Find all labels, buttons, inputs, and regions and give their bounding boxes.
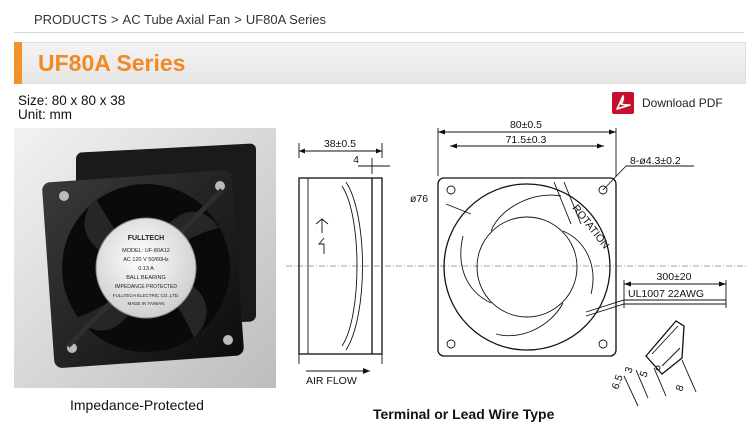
front-frame xyxy=(437,177,617,357)
breadcrumb-separator: > xyxy=(234,12,242,27)
header-divider xyxy=(14,32,744,33)
mounting-hole xyxy=(223,335,233,345)
technical-drawing: 38±0.5 4 AIR FLOW 80±0.5 71.5±0.3 xyxy=(286,119,746,407)
mounting-hole xyxy=(59,191,69,201)
dim-lead-length: 300±20 xyxy=(657,271,692,283)
dim-diameter: ø76 xyxy=(410,193,428,205)
product-specs: Size: 80 x 80 x 38 Unit: mm xyxy=(18,94,125,122)
dim-terminal-b: 3 xyxy=(623,365,636,375)
mounting-hole xyxy=(215,181,225,191)
hub-brand: FULLTECH xyxy=(128,235,164,242)
side-view: 38±0.5 4 AIR FLOW xyxy=(286,138,746,387)
hub-line: 0.13 A xyxy=(138,266,154,272)
terminal-body xyxy=(645,320,685,375)
breadcrumb-current: UF80A Series xyxy=(245,12,327,27)
dim-flange: 4 xyxy=(353,154,359,166)
title-accent-bar xyxy=(14,42,22,84)
dim-holes: 8-ø4.3±0.2 xyxy=(630,155,681,167)
fan-hub-label xyxy=(95,217,197,319)
mounting-hole xyxy=(446,339,456,349)
mounting-hole xyxy=(598,185,608,195)
mounting-hole xyxy=(446,185,456,195)
product-photo: FULLTECH MODEL: UF-80A12 AC 120 V 50/60H… xyxy=(14,128,276,388)
title-bar xyxy=(14,42,746,84)
hub-line: MADE IN TAIWAN xyxy=(128,301,165,306)
breadcrumb: PRODUCTS>AC Tube Axial Fan>UF80A Series xyxy=(34,12,326,27)
page-title: UF80A Series xyxy=(38,50,186,76)
hub-circle xyxy=(476,216,578,318)
photo-caption: Impedance-Protected xyxy=(70,397,204,413)
download-pdf-link[interactable]: Download PDF xyxy=(612,92,723,114)
breadcrumb-separator: > xyxy=(110,12,119,27)
breadcrumb-ac-tube-axial-fan[interactable]: AC Tube Axial Fan xyxy=(122,12,231,27)
breadcrumb-products[interactable]: PRODUCTS xyxy=(34,12,107,27)
fan-blade-outlines xyxy=(460,194,594,337)
airflow-label: AIR FLOW xyxy=(306,375,357,387)
hub-line: MODEL: UF-80A12 xyxy=(122,248,170,254)
hub-line: AC 120 V 50/60Hz xyxy=(123,257,169,263)
front-view: 80±0.5 71.5±0.3 ROTATION ø76 8- xyxy=(410,119,727,357)
drawing-caption: Terminal or Lead Wire Type xyxy=(373,406,555,422)
mounting-hole xyxy=(598,339,608,349)
size-spec: Size: 80 x 80 x 38 xyxy=(18,93,126,108)
dim-terminal-a: 6.5 xyxy=(610,373,626,391)
pdf-icon xyxy=(612,92,634,114)
hub-line: FULLTECH ELECTRIC CO.,LTD. xyxy=(113,293,179,298)
hub-line: IMPEDANCE PROTECTED xyxy=(115,284,177,290)
venturi-circle xyxy=(443,183,611,351)
terminal-detail: 6.5 3 5 8 xyxy=(610,320,697,407)
rotation-label: ROTATION xyxy=(570,202,612,251)
hub-line: BALL BEARING xyxy=(126,275,166,281)
download-pdf-label: Download PDF xyxy=(642,96,723,110)
dim-depth: 38±0.5 xyxy=(324,138,356,150)
dim-terminal-d: 8 xyxy=(674,383,687,393)
dim-width: 80±0.5 xyxy=(510,119,542,131)
wire-spec: UL1007 22AWG xyxy=(628,288,704,300)
unit-spec: Unit: mm xyxy=(18,107,72,122)
dim-terminal-c: 5 xyxy=(638,369,651,379)
dim-hole-spacing: 71.5±0.3 xyxy=(506,134,547,146)
